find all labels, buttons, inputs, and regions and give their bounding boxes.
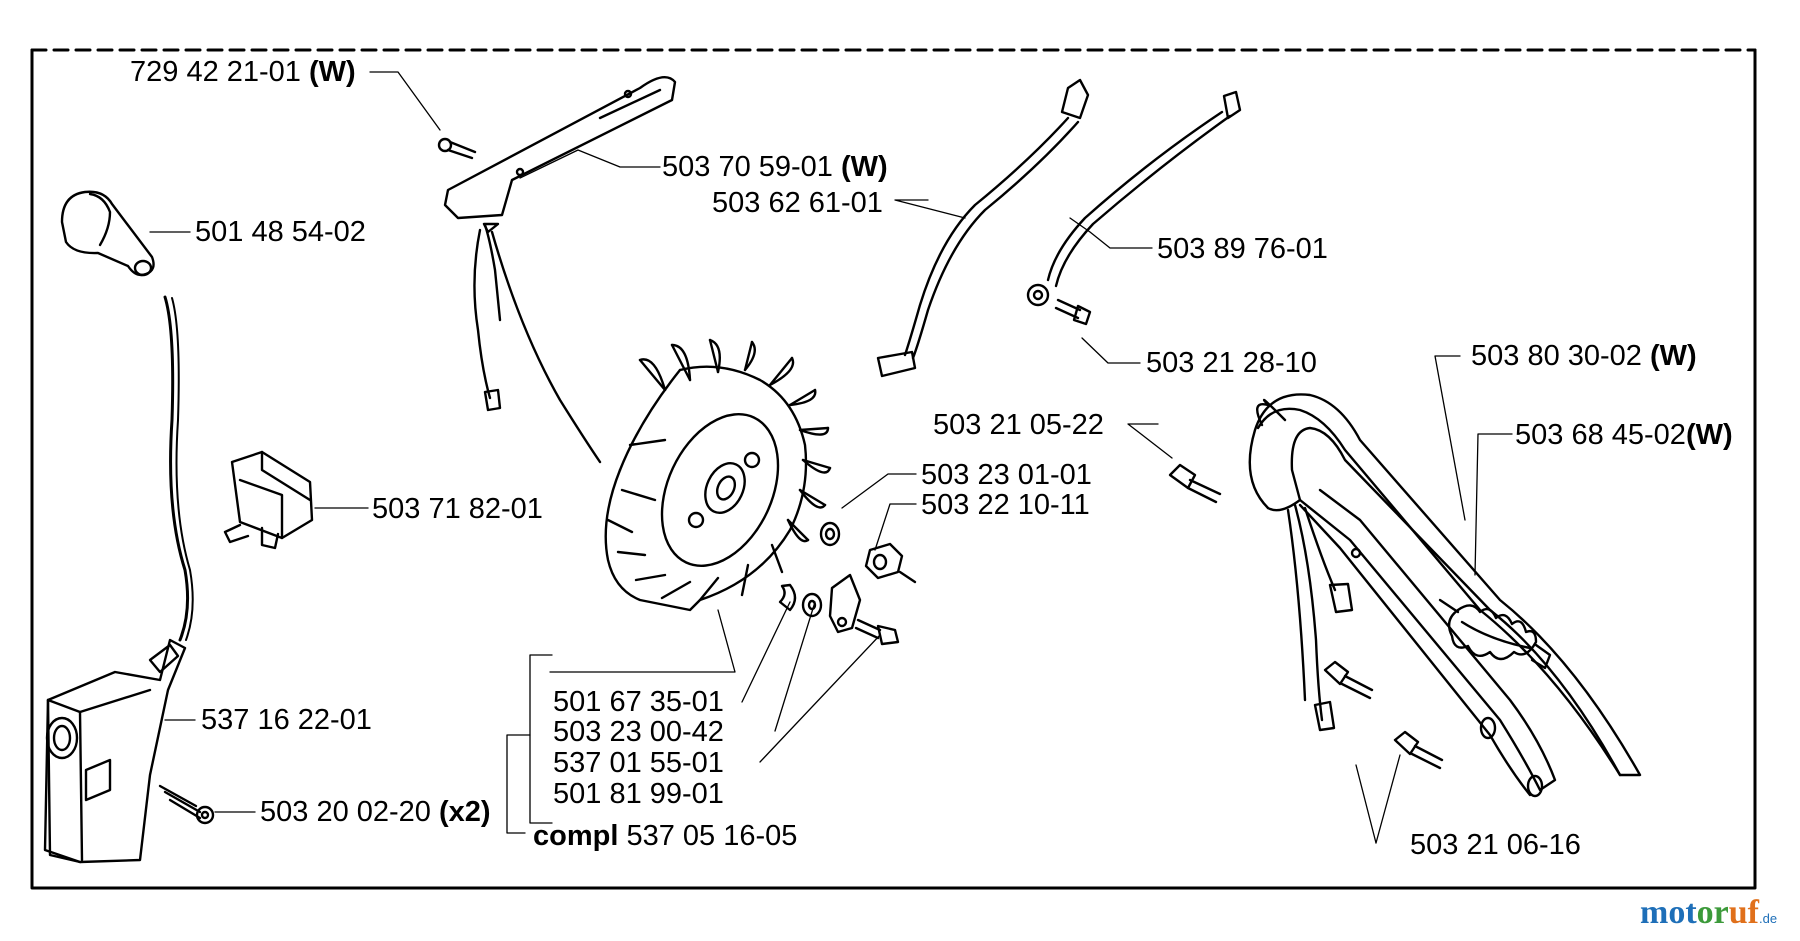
label-503-89-76-01: 503 89 76-01 [1157,233,1328,265]
handle-screws [1168,463,1444,770]
bracket-plate [443,76,677,464]
leader-lines [149,71,1513,844]
label-503-23-00-42: 503 23 00-42 [553,716,724,748]
handle-wiring [1286,503,1354,732]
label-503-80-30-02: 503 80 30-02 (W) [1471,340,1697,372]
module-screw [158,784,215,825]
label-537-16-22-01: 537 16 22-01 [201,704,372,736]
handle-bar [1248,393,1642,798]
label-729-42-21-01: 729 42 21-01 (W) [130,56,356,88]
av-spring [1438,598,1552,670]
wire-62-61 [876,78,1090,378]
motoruf-watermark: motoruf.de [1640,894,1778,931]
frame-border [30,48,1757,890]
label-503-23-01-01: 503 23 01-01 [921,459,1092,491]
label-503-68-45-02: 503 68 45-02(W) [1515,419,1733,451]
label-501-81-99-01: 501 81 99-01 [553,778,724,810]
label-503-20-02-20: 503 20 02-20 (x2) [260,796,491,828]
label-501-67-35-01: 501 67 35-01 [553,686,724,718]
bracket-screw [437,137,477,160]
ht-lead [163,295,190,642]
label-503-21-28-10: 503 21 28-10 [1146,347,1317,379]
label-537-01-55-01: 537 01 55-01 [553,747,724,779]
label-503-62-61-01: 503 62 61-01 [712,187,883,219]
stop-switch [223,450,314,550]
flywheel [604,338,832,612]
ignition-module [43,638,187,864]
label-501-48-54-02: 501 48 54-02 [195,216,366,248]
flywheel-hardware [778,521,917,646]
label-compl-537-05-16-05: compl 537 05 16-05 [533,820,798,852]
label-503-70-59-01: 503 70 59-01 (W) [662,151,888,183]
label-503-21-05-22: 503 21 05-22 [933,409,1104,441]
wire-89-76 [1026,90,1242,326]
label-503-71-82-01: 503 71 82-01 [372,493,543,525]
label-503-21-06-16: 503 21 06-16 [1410,829,1581,861]
label-503-22-10-11: 503 22 10-11 [921,489,1090,521]
spark-plug-cap [60,190,155,277]
